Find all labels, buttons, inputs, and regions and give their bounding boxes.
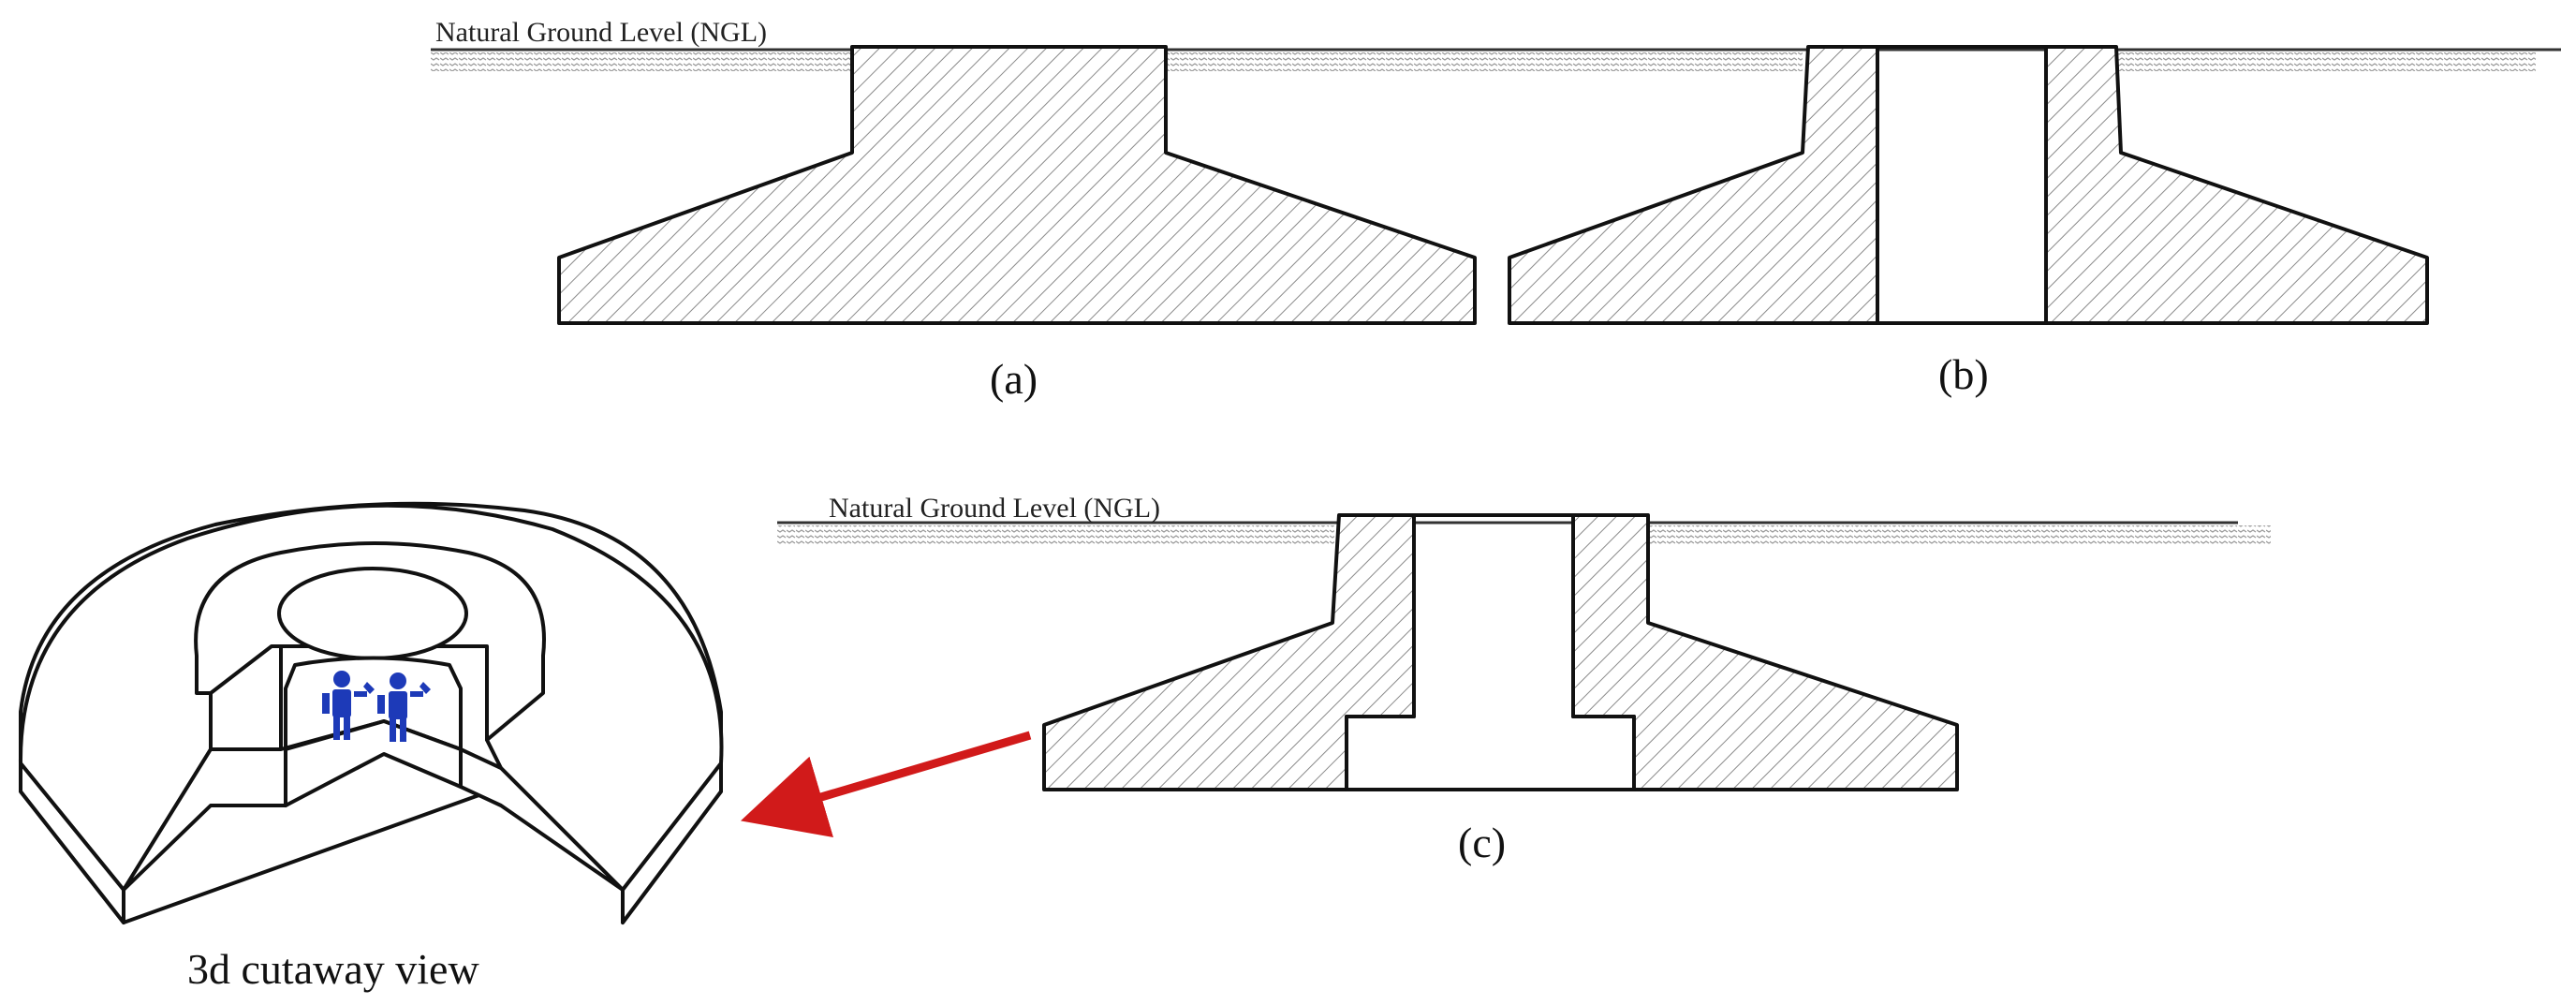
ngl-bottom-label: Natural Ground Level (NGL)	[829, 493, 1160, 524]
cutaway-3d-view	[18, 501, 724, 924]
caption-a: (a)	[990, 355, 1038, 403]
foundation-a	[557, 45, 1477, 325]
foundation-c	[1042, 513, 1959, 791]
cutaway-label: 3d cutaway view	[187, 945, 479, 993]
ngl-bottom-ground	[777, 521, 2271, 544]
caption-c: (c)	[1458, 819, 1506, 866]
pointer-arrow	[740, 731, 1032, 838]
workers-icon	[322, 671, 431, 742]
caption-b: (b)	[1938, 350, 1989, 398]
ngl-top-ground	[431, 48, 2561, 71]
ngl-top-label: Natural Ground Level (NGL)	[435, 17, 767, 48]
foundation-b	[1508, 45, 2429, 325]
